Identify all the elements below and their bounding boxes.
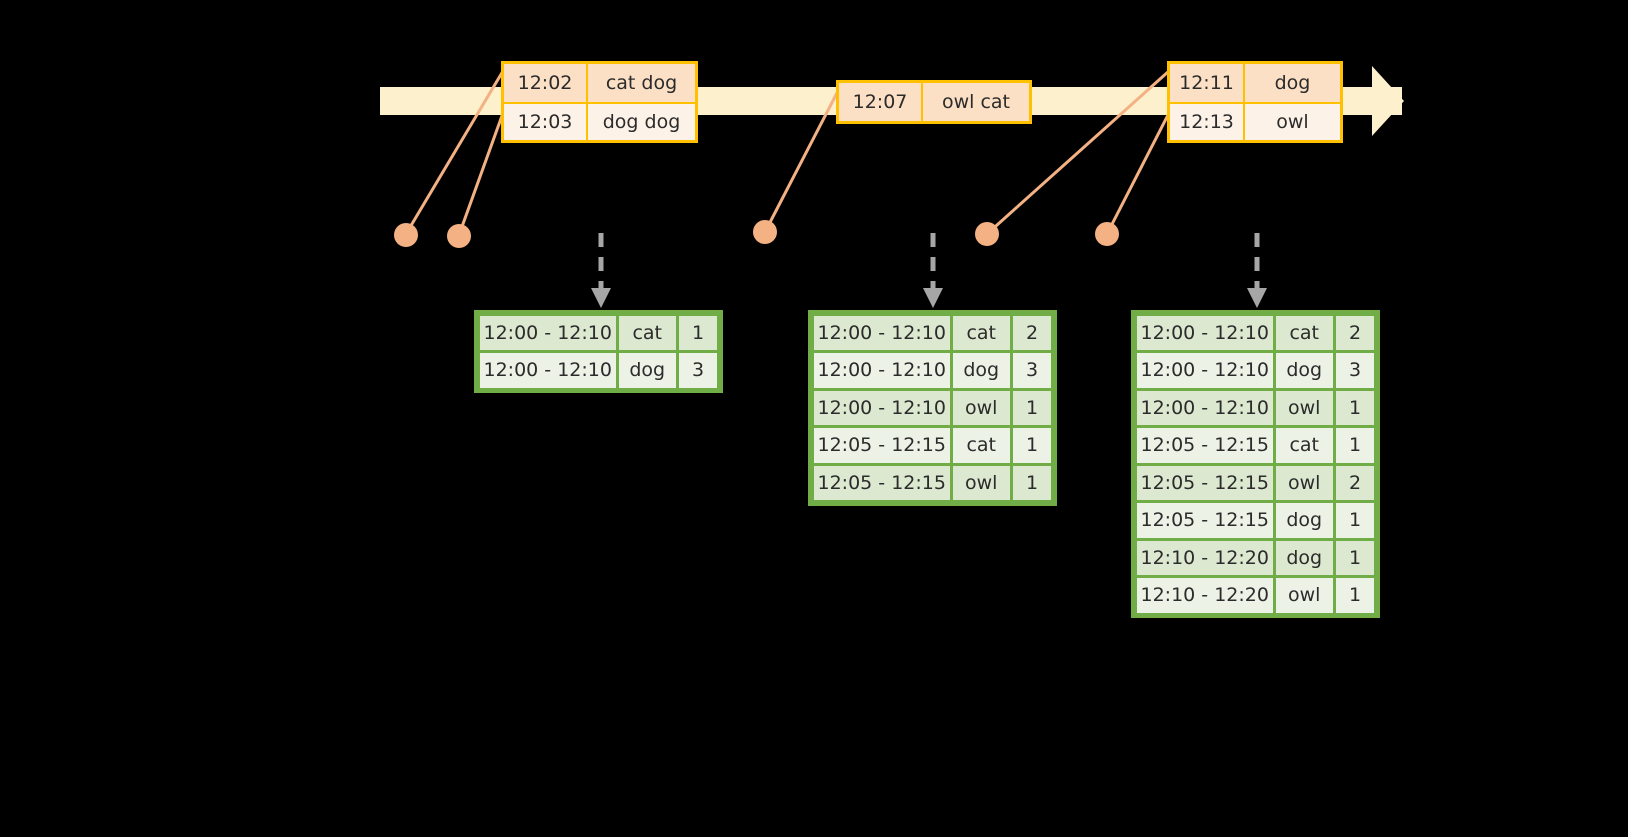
event-row[interactable]: 12:11 dog bbox=[1170, 64, 1340, 102]
cell-word: owl bbox=[1275, 465, 1333, 500]
event-row[interactable]: 12:07 owl cat bbox=[839, 83, 1029, 121]
cell-window: 12:00 - 12:10 bbox=[813, 353, 950, 388]
cell-count: 1 bbox=[1012, 390, 1052, 425]
cell-word: owl bbox=[952, 465, 1010, 500]
cell-count: 1 bbox=[1335, 503, 1375, 538]
event-dot-12-02[interactable] bbox=[394, 223, 418, 247]
cell-word: owl bbox=[1275, 578, 1333, 613]
cell-window: 12:00 - 12:10 bbox=[479, 353, 616, 388]
cell-count: 3 bbox=[678, 353, 718, 388]
event-row[interactable]: 12:13 owl bbox=[1170, 102, 1340, 140]
cell-word: cat bbox=[1275, 428, 1333, 463]
cell-window: 12:05 - 12:15 bbox=[1136, 428, 1273, 463]
cell-window: 12:00 - 12:10 bbox=[813, 315, 950, 350]
cell-count: 1 bbox=[1335, 540, 1375, 575]
cell-count: 2 bbox=[1335, 465, 1375, 500]
cell-word: owl bbox=[1275, 390, 1333, 425]
cell-window: 12:00 - 12:10 bbox=[479, 315, 616, 350]
cell-word: dog bbox=[1275, 540, 1333, 575]
cell-count: 1 bbox=[1012, 465, 1052, 500]
cell-word: dog bbox=[618, 353, 676, 388]
cell-count: 3 bbox=[1335, 353, 1375, 388]
dashed-arrow-to-table-3 bbox=[1247, 233, 1267, 308]
event-dot-12-07[interactable] bbox=[753, 220, 777, 244]
connector-line-12-13 bbox=[1105, 112, 1171, 235]
event-time: 12:02 bbox=[504, 64, 588, 102]
cell-word: dog bbox=[1275, 503, 1333, 538]
cell-word: owl bbox=[952, 390, 1010, 425]
cell-window: 12:05 - 12:15 bbox=[813, 465, 950, 500]
event-row[interactable]: 12:02 cat dog bbox=[504, 64, 695, 102]
cell-window: 12:00 - 12:10 bbox=[1136, 353, 1273, 388]
cell-count: 1 bbox=[1335, 428, 1375, 463]
cell-word: cat bbox=[1275, 315, 1333, 350]
event-dot-12-13[interactable] bbox=[1095, 222, 1119, 246]
cell-window: 12:00 - 12:10 bbox=[1136, 390, 1273, 425]
cell-count: 2 bbox=[1335, 315, 1375, 350]
cell-count: 3 bbox=[1012, 353, 1052, 388]
event-words: cat dog bbox=[588, 64, 695, 102]
cell-window: 12:05 - 12:15 bbox=[1136, 503, 1273, 538]
cell-window: 12:05 - 12:15 bbox=[813, 428, 950, 463]
event-time: 12:13 bbox=[1170, 104, 1245, 140]
event-box-12-07[interactable]: 12:07 owl cat bbox=[836, 80, 1032, 124]
cell-word: cat bbox=[618, 315, 676, 350]
dashed-arrow-to-table-2 bbox=[923, 233, 943, 308]
cell-count: 1 bbox=[1335, 578, 1375, 613]
event-box-12-11-12-13[interactable]: 12:11 dog 12:13 owl bbox=[1167, 61, 1343, 143]
event-words: owl cat bbox=[923, 83, 1029, 121]
cell-word: cat bbox=[952, 428, 1010, 463]
dashed-arrow-to-table-1 bbox=[591, 233, 611, 308]
cell-count: 2 bbox=[1012, 315, 1052, 350]
cell-window: 12:05 - 12:15 bbox=[1136, 465, 1273, 500]
cell-count: 1 bbox=[1335, 390, 1375, 425]
cell-word: cat bbox=[952, 315, 1010, 350]
event-dot-12-11[interactable] bbox=[975, 222, 999, 246]
cell-word: dog bbox=[952, 353, 1010, 388]
event-words: owl bbox=[1245, 104, 1340, 140]
event-words: dog bbox=[1245, 64, 1340, 102]
cell-count: 1 bbox=[678, 315, 718, 350]
cell-window: 12:10 - 12:20 bbox=[1136, 540, 1273, 575]
event-time: 12:07 bbox=[839, 83, 923, 121]
event-words: dog dog bbox=[588, 104, 695, 140]
event-box-12-02-12-03[interactable]: 12:02 cat dog 12:03 dog dog bbox=[501, 61, 698, 143]
connector-line-12-03 bbox=[457, 112, 505, 236]
event-time: 12:03 bbox=[504, 104, 588, 140]
cell-window: 12:00 - 12:10 bbox=[1136, 315, 1273, 350]
cell-window: 12:10 - 12:20 bbox=[1136, 578, 1273, 613]
cell-word: dog bbox=[1275, 353, 1333, 388]
event-time: 12:11 bbox=[1170, 64, 1245, 102]
event-row[interactable]: 12:03 dog dog bbox=[504, 102, 695, 140]
cell-count: 1 bbox=[1012, 428, 1052, 463]
event-dot-12-03[interactable] bbox=[447, 224, 471, 248]
cell-window: 12:00 - 12:10 bbox=[813, 390, 950, 425]
